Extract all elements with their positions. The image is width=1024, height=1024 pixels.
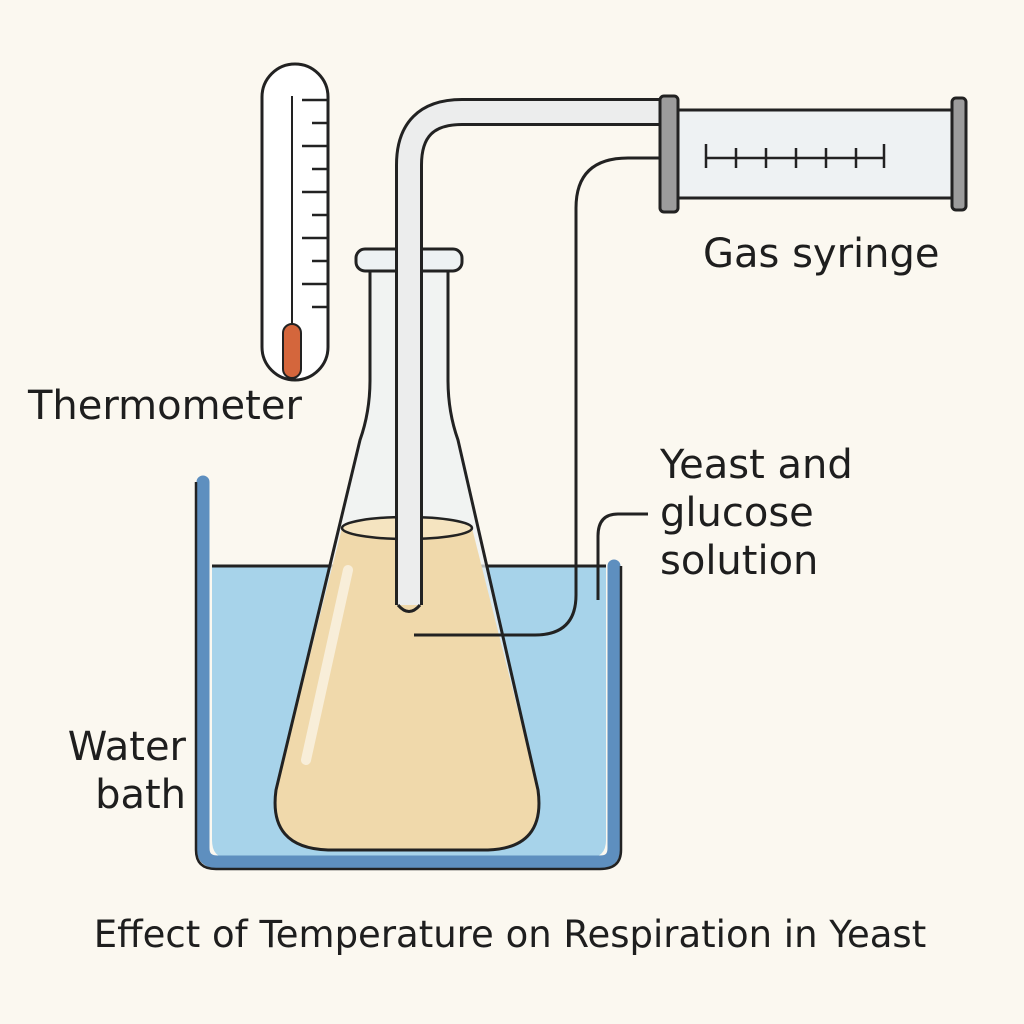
thermometer-label: Thermometer (27, 383, 302, 429)
flask-outline (273, 262, 541, 852)
solution-label-line-3: solution (660, 538, 818, 584)
conical-flask-icon (273, 247, 541, 852)
thermometer-icon (260, 62, 330, 382)
delivery-tube-icon (395, 98, 664, 613)
thermometer-scale (302, 98, 327, 309)
delivery-tube-end (396, 603, 422, 613)
delivery-tube-inner (398, 101, 664, 605)
syringe-connection-tube (414, 156, 662, 637)
solution-label-line-1: Yeast and (659, 442, 853, 488)
diagram-title: Effect of Temperature on Respiration in … (94, 913, 926, 956)
water-bath-tank (196, 475, 621, 869)
water-bath-label-line-2: bath (95, 772, 186, 818)
syringe-scale (704, 144, 886, 168)
thermometer-body (260, 62, 330, 382)
gas-syringe-label: Gas syringe (703, 231, 939, 277)
gas-syringe-icon (658, 94, 968, 214)
solution-leader-line (596, 512, 648, 600)
thermometer-bulb (282, 323, 302, 379)
syringe-left-cap (658, 94, 680, 214)
flask-highlight (301, 565, 353, 765)
solution-label-line-2: glucose (660, 490, 814, 536)
water-bath-label-line-1: Water (68, 724, 187, 770)
syringe-barrel (666, 108, 960, 200)
syringe-plunger (950, 96, 968, 212)
water-bath-tank-outline (194, 482, 623, 871)
